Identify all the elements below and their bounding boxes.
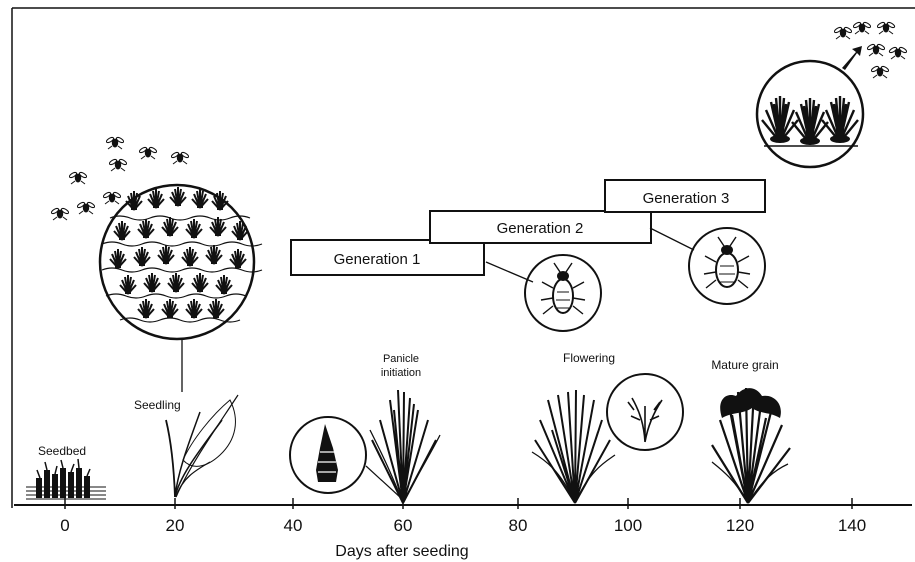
- rice-field-icon: [100, 185, 262, 392]
- x-tick-label-80: 80: [509, 516, 528, 535]
- panicle-initiation-illustration: Panicle initiation: [290, 353, 440, 503]
- seedling-illustration: Seedling: [134, 395, 238, 497]
- rice-stubble-icon: [757, 61, 863, 167]
- flowering-label: Flowering: [563, 351, 615, 365]
- generation-1-box: Generation 1: [291, 240, 484, 275]
- mature-grain-illustration: Mature grain: [711, 358, 790, 503]
- x-tick-label-120: 120: [726, 516, 754, 535]
- mature-grain-label: Mature grain: [711, 358, 778, 372]
- x-tick-label-140: 140: [838, 516, 866, 535]
- seedling-label: Seedling: [134, 398, 181, 412]
- insect-swarm-out-icon: [834, 21, 908, 78]
- x-tick-label-100: 100: [614, 516, 642, 535]
- generation-2-box: Generation 2: [430, 211, 651, 243]
- x-tick-label-20: 20: [166, 516, 185, 535]
- x-tick-label-40: 40: [284, 516, 303, 535]
- seedbed-illustration: Seedbed: [26, 444, 106, 499]
- seedbed-label: Seedbed: [38, 444, 86, 458]
- insect-swarm-in-icon: [51, 136, 190, 220]
- x-tick-label-0: 0: [60, 516, 69, 535]
- flowering-illustration: Flowering: [532, 351, 683, 503]
- generation-3-label: Generation 3: [643, 190, 730, 207]
- planthopper-icon: [486, 255, 601, 331]
- panicle-label-line-1: Panicle: [383, 353, 419, 365]
- panicle-label-line-2: initiation: [381, 367, 421, 379]
- generation-1-label: Generation 1: [334, 251, 421, 268]
- generation-2-label: Generation 2: [497, 220, 584, 237]
- planthopper-icon-2: [650, 228, 765, 304]
- generation-3-box: Generation 3: [605, 180, 765, 212]
- x-axis-label: Days after seeding: [335, 543, 468, 560]
- x-tick-label-60: 60: [394, 516, 413, 535]
- x-axis: 0 20 40 60 80 100 120 140 Days after see…: [14, 498, 912, 560]
